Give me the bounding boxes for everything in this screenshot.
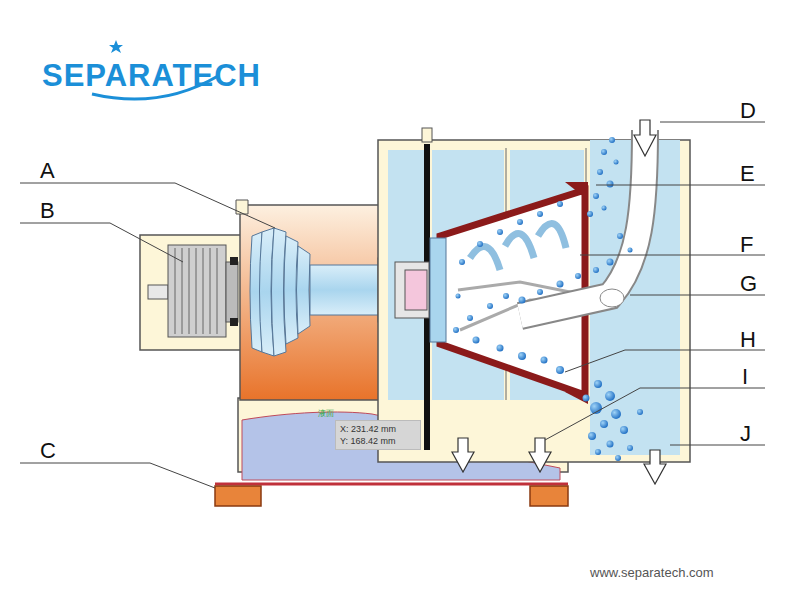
callout-letter: F — [740, 234, 753, 256]
callout-letter: A — [40, 160, 55, 182]
callout-letter: E — [740, 163, 755, 185]
callout-letter: C — [40, 440, 56, 462]
callout-letter: D — [740, 100, 756, 122]
callout-letter: I — [742, 366, 748, 388]
leader-lines — [20, 122, 765, 488]
measure-tooltip: X: 231.42 mmY: 168.42 mm — [335, 420, 421, 450]
measure-text: X: 231.42 mm — [340, 423, 416, 435]
callout-letter: G — [740, 273, 757, 295]
brand-logo: SEPARATECH — [42, 60, 261, 91]
callout-letter: J — [740, 423, 751, 445]
motor-cover — [140, 235, 242, 350]
particles — [453, 137, 643, 461]
level-note: 液面 — [318, 410, 334, 418]
measure-text: Y: 168.42 mm — [340, 435, 416, 447]
website-url: www.separatech.com — [590, 566, 714, 579]
callout-letter: H — [740, 329, 756, 351]
support-feet — [215, 486, 568, 506]
motor-body — [236, 200, 390, 400]
callout-letter: B — [40, 200, 55, 222]
feed-pipe — [520, 130, 645, 316]
flow-arrows — [452, 120, 666, 484]
